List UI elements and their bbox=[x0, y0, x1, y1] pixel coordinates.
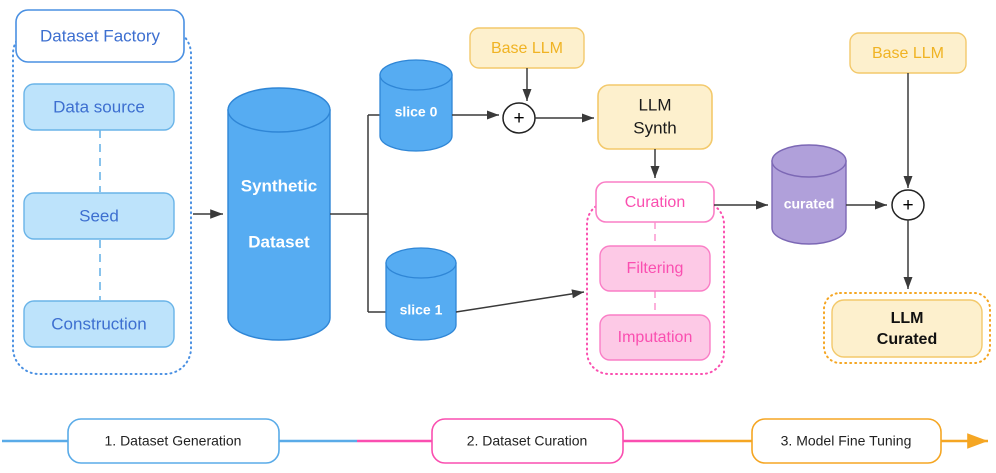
legend-stage-3-box[interactable] bbox=[751, 418, 942, 464]
factory-item-construction-box[interactable] bbox=[23, 300, 175, 348]
legend-stage-2-label: 2. Dataset Curation bbox=[467, 433, 588, 449]
dataset-factory-header-box[interactable] bbox=[15, 9, 185, 63]
slice-1-label: slice 1 bbox=[400, 302, 443, 318]
slice-1-body bbox=[385, 262, 457, 341]
factory-item-seed-label: Seed bbox=[79, 206, 119, 225]
plus-merge-finetune[interactable]: + bbox=[891, 189, 925, 221]
llm-synth-label-line1: LLM bbox=[638, 95, 671, 114]
llm-synth-label-line2: Synth bbox=[633, 118, 676, 137]
slice-0-body bbox=[379, 74, 453, 152]
synthetic-dataset-body bbox=[227, 109, 331, 341]
curation-group: Curation Filtering Imputation bbox=[586, 181, 725, 375]
slice-0-top bbox=[379, 59, 453, 91]
dataset-factory-group: Dataset Factory Data source Seed Constru… bbox=[12, 9, 192, 375]
legend-timeline: 1. Dataset Generation 2. Dataset Curatio… bbox=[2, 418, 988, 464]
slice-0-label: slice 0 bbox=[395, 104, 438, 120]
plus-merge-synth-symbol: + bbox=[513, 108, 524, 129]
llm-curated-label-line2: Curated bbox=[877, 331, 937, 348]
curated-top bbox=[771, 144, 847, 178]
dataset-factory-dotted-container bbox=[12, 27, 192, 375]
llm-synth[interactable]: LLM Synth bbox=[597, 84, 713, 150]
curated-body bbox=[771, 160, 847, 245]
plus-merge-synth[interactable]: + bbox=[502, 102, 536, 134]
cylinder-slice-1[interactable]: slice 1 bbox=[385, 247, 457, 341]
llm-curated[interactable]: LLM Curated bbox=[823, 292, 991, 364]
legend-stage-2-box[interactable] bbox=[431, 418, 624, 464]
factory-item-construction-label: Construction bbox=[51, 314, 146, 333]
cylinder-slice-0[interactable]: slice 0 bbox=[379, 59, 453, 152]
factory-item-data-source-label: Data source bbox=[53, 97, 145, 116]
cylinder-curated[interactable]: curated bbox=[771, 144, 847, 245]
synthetic-dataset-label-line1: Synthetic bbox=[241, 176, 318, 195]
curation-item-imputation-box[interactable] bbox=[599, 314, 711, 361]
base-llm-right-label: Base LLM bbox=[872, 45, 944, 62]
cylinder-synthetic-dataset[interactable]: Synthetic Dataset bbox=[227, 87, 331, 341]
base-llm-top[interactable]: Base LLM bbox=[469, 27, 585, 69]
curation-item-filtering-box[interactable] bbox=[599, 245, 711, 292]
slice-1-top bbox=[385, 247, 457, 279]
plus-merge-finetune-symbol: + bbox=[902, 195, 913, 216]
llm-curated-label-line1: LLM bbox=[891, 310, 924, 327]
curated-label: curated bbox=[784, 196, 835, 212]
legend-stage-1-label: 1. Dataset Generation bbox=[105, 433, 242, 449]
base-llm-right[interactable]: Base LLM bbox=[849, 32, 967, 74]
legend-stage-1-box[interactable] bbox=[67, 418, 280, 464]
curation-label: Curation bbox=[625, 194, 685, 211]
legend-stage-3-label: 3. Model Fine Tuning bbox=[781, 433, 912, 449]
llm-curated-box bbox=[831, 299, 983, 358]
llm-curated-dotted-container bbox=[823, 292, 991, 364]
curation-item-imputation-label: Imputation bbox=[618, 329, 693, 346]
synthetic-dataset-label-line2: Dataset bbox=[248, 232, 310, 251]
arrow-slice1-to-curation bbox=[455, 289, 585, 313]
factory-item-seed-box[interactable] bbox=[23, 192, 175, 240]
base-llm-top-label: Base LLM bbox=[491, 40, 563, 57]
factory-item-data-source-box[interactable] bbox=[23, 83, 175, 131]
curation-item-filtering-label: Filtering bbox=[627, 260, 684, 277]
dataset-factory-label: Dataset Factory bbox=[40, 26, 160, 45]
synthetic-dataset-top bbox=[227, 87, 331, 133]
